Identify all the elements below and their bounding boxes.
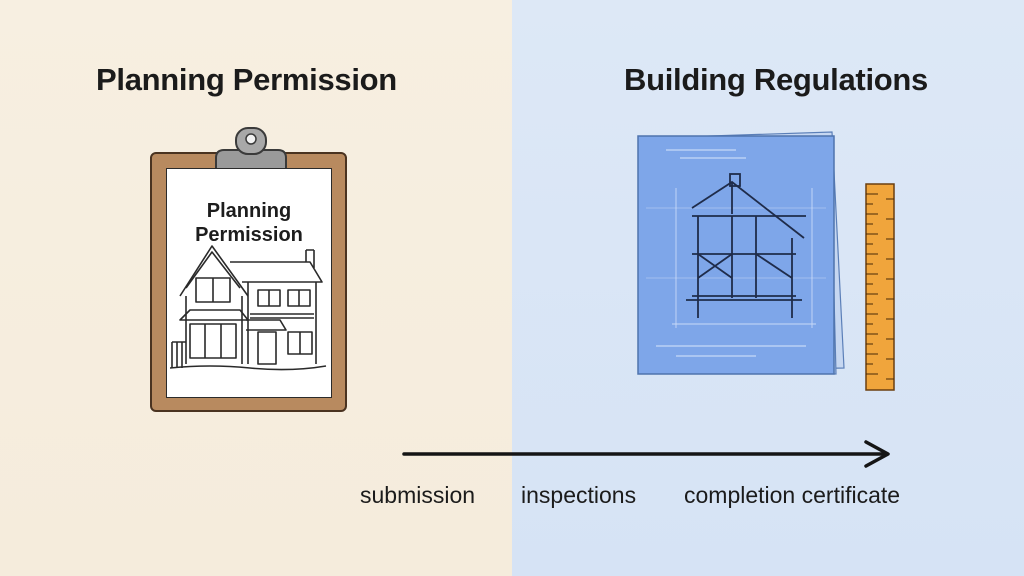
clipboard-title-line2: Permission [195,224,303,246]
clipboard-title-line1: Planning [206,200,292,222]
building-regulations-heading: Building Regulations [624,62,928,97]
blueprint-icon [637,131,845,375]
clipboard-paper: Planning Permission [166,168,332,398]
ruler-icon [865,183,895,391]
step-completion-certificate-label: completion certificate [684,482,901,508]
house-sketch-icon [170,245,327,371]
timeline-arrow-icon [402,440,890,468]
clipboard-title: Planning Permission [167,199,331,247]
step-submission-label: submission [360,482,476,508]
planning-permission-heading: Planning Permission [96,62,397,97]
step-inspections-label: inspections [521,482,637,508]
